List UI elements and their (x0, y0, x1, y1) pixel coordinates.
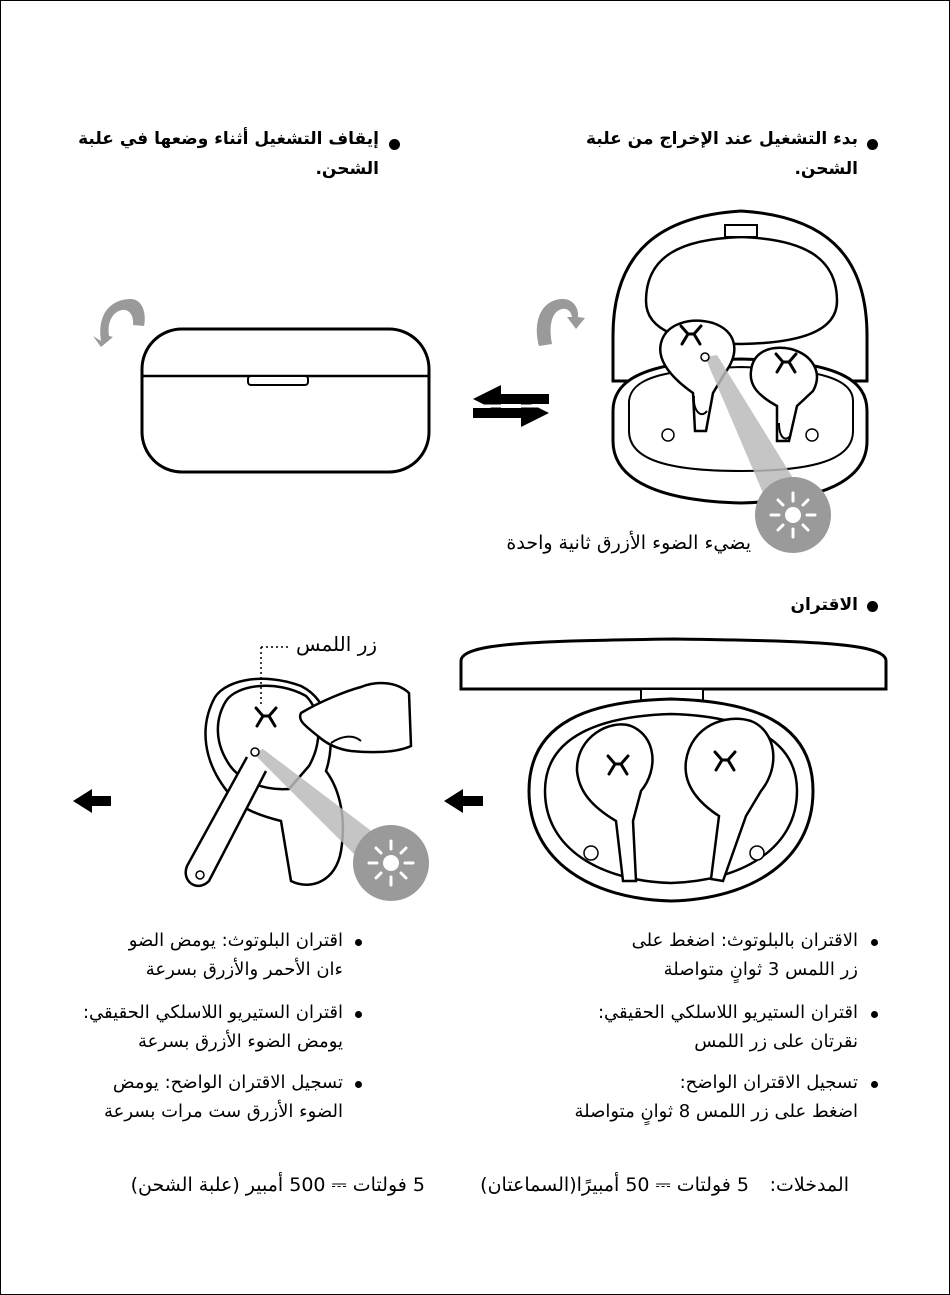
arrow-left-icon (444, 789, 483, 813)
step-left-1-detail: ءان الأحمر والأزرق بسرعة (145, 959, 343, 980)
bullet (355, 939, 362, 946)
specs-earbuds: 5 فولتات ⎓ 50 أمبيرًا(السماعتان) (480, 1174, 749, 1196)
closed-case-illustration (140, 327, 431, 474)
arrow-left-icon (73, 789, 111, 813)
step-right-3-title: تسجيل الاقتران الواضح: (679, 1072, 858, 1093)
step-right-1-detail: زر اللمس 3 ثوانٍ متواصلة (663, 959, 858, 980)
step-right-2-detail: نقرتان على زر اللمس (694, 1031, 858, 1052)
step-right-2-title: اقتران الستيريو اللاسلكي الحقيقي: (597, 1002, 858, 1023)
bullet (867, 139, 878, 150)
swap-arrows-icon (473, 385, 549, 427)
pairing-case-illustration (459, 637, 888, 903)
bullet (355, 1081, 362, 1088)
earbud-touch-illustration (184, 646, 431, 903)
open-case-illustration (611, 209, 869, 555)
step-left-3-detail: الضوء الأزرق ست مرات بسرعة (103, 1101, 343, 1122)
bullet (871, 1011, 878, 1018)
heading-pause-on-insert: إيقاف التشغيل أثناء وضعها في علبة الشحن. (78, 129, 379, 179)
heading-pairing: الاقتران (790, 595, 858, 615)
bullet (871, 939, 878, 946)
step-right-1-title: الاقتران بالبلوتوث: اضغط على (631, 930, 858, 951)
step-left-2-detail: يومض الضوء الأزرق بسرعة (137, 1031, 343, 1052)
caption-blue-light: يضيء الضوء الأزرق ثانية واحدة (506, 532, 751, 554)
bullet (871, 1081, 878, 1088)
bullet (389, 139, 400, 150)
specs-label: المدخلات: (769, 1174, 849, 1196)
step-left-3-title: تسجيل الاقتران الواضح: يومض (112, 1072, 343, 1093)
touch-button-label: زر اللمس (296, 632, 378, 656)
bullet (867, 601, 878, 612)
step-right-3-detail: اضغط على زر اللمس 8 ثوانٍ متواصلة (574, 1101, 858, 1122)
rotate-arrow-icon (93, 299, 145, 347)
step-left-1-title: اقتران البلوتوث: يومض الضو (128, 930, 343, 951)
bullet (355, 1011, 362, 1018)
specs-case: 5 فولتات ⎓ 500 أمبير (علبة الشحن) (130, 1174, 425, 1196)
step-left-2-title: اقتران الستيريو اللاسلكي الحقيقي: (82, 1002, 343, 1023)
rotate-arrow-icon (536, 299, 585, 346)
heading-play-on-remove: بدء التشغيل عند الإخراج من علبة الشحن. (585, 129, 858, 179)
